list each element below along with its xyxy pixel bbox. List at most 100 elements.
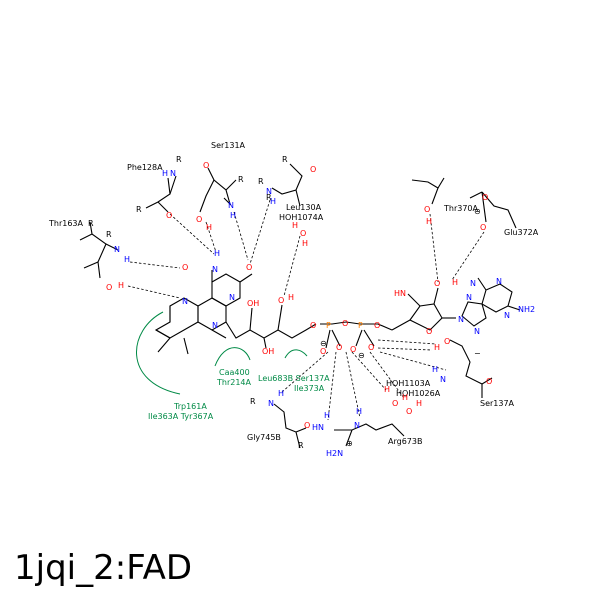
residue-leu130-skeleton xyxy=(271,163,303,207)
svg-text:H: H xyxy=(402,393,408,402)
svg-text:O: O xyxy=(196,215,202,224)
svg-text:O: O xyxy=(320,347,326,356)
svg-text:O: O xyxy=(486,377,492,386)
svg-text:O: O xyxy=(300,229,306,238)
svg-text:O: O xyxy=(342,319,348,328)
svg-text:N: N xyxy=(440,375,446,384)
label-ser131: Ser131A xyxy=(211,141,246,150)
label-hoh1026: HOH1026A xyxy=(396,389,441,398)
svg-text:OH: OH xyxy=(262,347,274,356)
svg-text:O: O xyxy=(482,193,488,202)
label-glu372: Glu372A xyxy=(504,228,539,237)
svg-text:H: H xyxy=(432,365,438,374)
svg-text:R: R xyxy=(258,177,264,186)
hydrophobic-arc-caa400 xyxy=(214,347,251,367)
hydrophobic-arc-leu683 xyxy=(284,349,308,359)
svg-text:O: O xyxy=(368,343,374,352)
hydrophobic-arc-trp161 xyxy=(136,311,181,395)
svg-text:R: R xyxy=(176,155,182,164)
svg-text:−: − xyxy=(474,349,481,358)
svg-text:N: N xyxy=(470,279,476,288)
label-gly745: Gly745B xyxy=(247,433,281,442)
svg-text:O: O xyxy=(434,279,440,288)
svg-text:O: O xyxy=(310,321,316,330)
label-caa400: Caa400 xyxy=(219,368,250,377)
svg-text:O: O xyxy=(350,345,356,354)
hydrogen-bonds xyxy=(127,199,485,421)
label-ile363-tyr367: Ile363A Tyr367A xyxy=(148,412,214,421)
svg-text:H: H xyxy=(292,221,298,230)
svg-text:HN: HN xyxy=(312,423,324,432)
label-hoh1074: HOH1074A xyxy=(279,213,324,222)
svg-text:N: N xyxy=(212,321,218,330)
svg-text:R: R xyxy=(266,193,272,202)
svg-text:N: N xyxy=(458,315,464,324)
svg-text:O: O xyxy=(304,421,310,430)
pyrophosphate xyxy=(320,321,393,349)
svg-text:O: O xyxy=(406,407,412,416)
svg-text:O: O xyxy=(166,211,172,220)
isoalloxazine-ring xyxy=(154,270,253,355)
label-leu683-ser137: Leu683B Ser137A xyxy=(258,374,330,383)
svg-text:H: H xyxy=(324,411,330,420)
ring-a-outline xyxy=(154,297,199,339)
label-thr370: Thr370A xyxy=(443,204,479,213)
label-thr163: Thr163A xyxy=(48,219,84,228)
svg-text:O: O xyxy=(106,283,112,292)
svg-text:O: O xyxy=(374,321,380,330)
svg-text:O: O xyxy=(426,327,432,336)
label-ser137: Ser137A xyxy=(480,399,515,408)
svg-text:N: N xyxy=(496,277,502,286)
svg-text:⊕: ⊕ xyxy=(346,439,353,448)
residue-ser137-skeleton xyxy=(449,339,493,398)
svg-text:H: H xyxy=(384,385,390,394)
svg-text:R: R xyxy=(88,219,94,228)
label-thr214: Thr214A xyxy=(216,378,252,387)
svg-text:H: H xyxy=(230,211,236,220)
svg-text:OH: OH xyxy=(247,299,259,308)
svg-text:R: R xyxy=(136,205,142,214)
label-ile373: Ile373A xyxy=(294,384,325,393)
svg-text:N: N xyxy=(229,293,235,302)
svg-text:N: N xyxy=(474,327,480,336)
svg-text:O: O xyxy=(182,263,188,272)
ribityl-chain xyxy=(225,304,317,349)
svg-text:H: H xyxy=(162,169,168,178)
residue-ser131-skeleton xyxy=(199,167,237,213)
svg-text:N: N xyxy=(354,421,360,430)
svg-text:N: N xyxy=(170,169,176,178)
svg-text:H: H xyxy=(452,278,458,287)
svg-text:O: O xyxy=(392,399,398,408)
svg-text:O: O xyxy=(203,161,209,170)
svg-text:O: O xyxy=(444,337,450,346)
svg-text:H: H xyxy=(206,223,212,232)
svg-text:P: P xyxy=(326,321,331,330)
svg-text:H: H xyxy=(434,343,440,352)
svg-text:R: R xyxy=(298,441,304,450)
label-phe128: Phe128A xyxy=(127,163,163,172)
svg-text:⊖: ⊖ xyxy=(474,207,481,216)
label-hoh1103: HOH1103A xyxy=(386,379,431,388)
ring-c-outline xyxy=(211,273,241,307)
svg-text:R: R xyxy=(282,155,288,164)
svg-text:O: O xyxy=(310,165,316,174)
svg-text:O: O xyxy=(336,343,342,352)
svg-text:N: N xyxy=(212,265,218,274)
residue-gly745-skeleton xyxy=(273,403,307,449)
svg-text:N: N xyxy=(466,293,472,302)
label-trp161: Trp161A xyxy=(173,402,207,411)
svg-text:HN: HN xyxy=(394,289,406,298)
svg-text:H: H xyxy=(124,255,130,264)
svg-text:R: R xyxy=(250,397,256,406)
svg-text:H: H xyxy=(416,399,422,408)
label-arg673: Arg673B xyxy=(388,437,422,446)
svg-text:N: N xyxy=(114,245,120,254)
residue-phe128-skeleton xyxy=(145,175,177,213)
svg-text:P: P xyxy=(358,321,363,330)
svg-text:N: N xyxy=(182,297,188,306)
svg-text:⊖: ⊖ xyxy=(320,339,327,348)
svg-text:H: H xyxy=(356,407,362,416)
svg-text:H: H xyxy=(278,389,284,398)
svg-text:O: O xyxy=(480,223,486,232)
